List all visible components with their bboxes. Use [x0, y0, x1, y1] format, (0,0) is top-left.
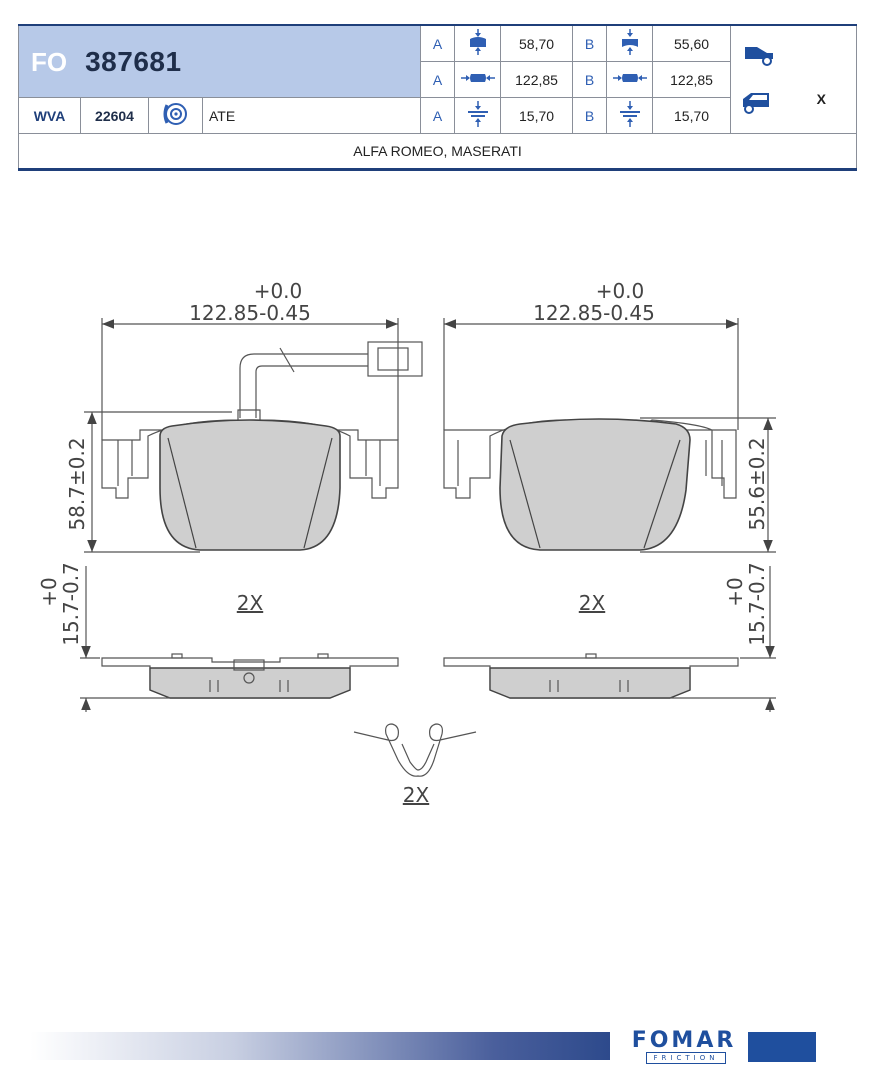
fo-label: FO — [31, 46, 68, 77]
left-height-dimension: 58.7±0.2 — [65, 437, 89, 530]
right-width-dimension: 122.85-0.45 — [533, 301, 655, 325]
right-pad-quantity: 2X — [579, 591, 606, 615]
row3-a-label: A — [420, 97, 456, 134]
vehicle-application: ALFA ROMEO, MASERATI — [17, 133, 858, 171]
right-height-dimension: 55.6±0.2 — [745, 437, 769, 530]
logo-subtitle: FRICTION — [646, 1052, 726, 1064]
rear-axle-mark: X — [786, 24, 858, 134]
left-thickness-tolerance-upper: +0 — [37, 577, 61, 606]
pad-thickness-icon — [454, 97, 502, 134]
left-pad-quantity: 2X — [237, 591, 264, 615]
part-number-cell: FO 387681 — [17, 24, 422, 98]
row2-a-label: A — [420, 61, 456, 98]
row1-b-label: B — [572, 24, 608, 62]
pad-length-icon — [454, 61, 502, 98]
row2-a-value: 122,85 — [500, 61, 574, 98]
row1-a-label: A — [420, 24, 456, 62]
row3-a-value: 15,70 — [500, 97, 574, 134]
car-rear-axle-icon — [742, 93, 769, 114]
brake-disc-icon — [148, 97, 203, 134]
footer-gradient-bar — [30, 1032, 610, 1060]
fomar-logo: FOMAR FRICTION — [628, 1028, 740, 1064]
pad-thickness-icon — [606, 97, 654, 134]
row1-b-value: 55,60 — [652, 24, 732, 62]
right-width-tolerance-upper: +0.0 — [596, 279, 645, 303]
logo-square — [748, 1032, 816, 1062]
wva-label: WVA — [18, 97, 81, 134]
row3-b-label: B — [572, 97, 608, 134]
row2-b-value: 122,85 — [652, 61, 732, 98]
left-width-tolerance-upper: +0.0 — [254, 279, 303, 303]
row2-b-label: B — [572, 61, 608, 98]
product-header-table: FO 387681 A 58,70 B 55,60 — [17, 24, 858, 171]
car-front-axle-icon — [744, 47, 773, 66]
technical-drawing: +0.0 122.85-0.45 +0.0 122.85-0.45 58.7±0… — [37, 279, 776, 807]
wva-number: 22604 — [80, 97, 149, 134]
pad-length-icon — [606, 61, 654, 98]
row1-a-value: 58,70 — [500, 24, 574, 62]
spring-quantity: 2X — [403, 783, 430, 807]
logo-brand: FOMAR — [631, 1028, 737, 1053]
row3-b-value: 15,70 — [652, 97, 732, 134]
fo-number: 387681 — [85, 45, 182, 77]
left-width-dimension: 122.85-0.45 — [189, 301, 311, 325]
manufacturer-name: ATE — [201, 97, 422, 134]
left-thickness-dimension: 15.7-0.7 — [59, 562, 83, 646]
car-axle-icons — [742, 47, 773, 114]
right-thickness-dimension: 15.7-0.7 — [745, 562, 769, 646]
pad-height-icon — [454, 24, 502, 62]
vehicle-axle-cell — [730, 24, 787, 134]
pad-height-icon — [606, 24, 654, 62]
right-thickness-tolerance-upper: +0 — [723, 577, 747, 606]
